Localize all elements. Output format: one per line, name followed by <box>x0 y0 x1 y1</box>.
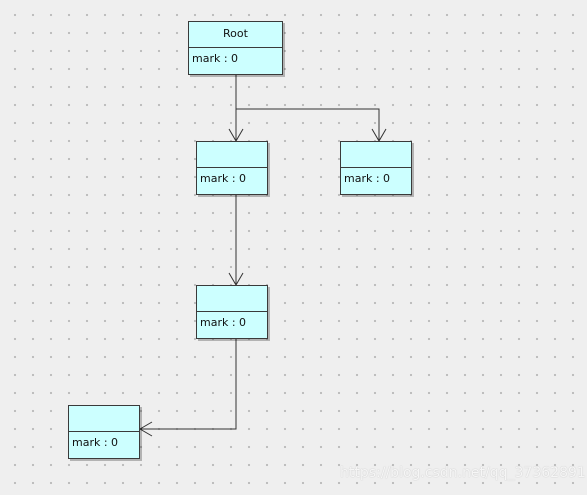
node-title <box>69 406 139 432</box>
edge-root-to-right <box>236 108 380 141</box>
node-attribute: mark : 0 <box>344 172 391 185</box>
node-attribute: mark : 0 <box>200 316 247 329</box>
node-grandchild[interactable]: mark : 0 <box>196 285 268 339</box>
edge-low-to-left <box>140 339 237 430</box>
node-root[interactable]: Root mark : 0 <box>188 21 283 75</box>
node-child-right[interactable]: mark : 0 <box>340 141 412 195</box>
node-title <box>341 142 411 168</box>
node-title <box>197 286 267 312</box>
node-title: Root <box>189 22 282 48</box>
node-attribute: mark : 0 <box>72 436 119 449</box>
node-child-middle[interactable]: mark : 0 <box>196 141 268 195</box>
node-attribute: mark : 0 <box>192 52 239 65</box>
node-great-grandchild[interactable]: mark : 0 <box>68 405 140 459</box>
arrowhead-low-to-left <box>139 421 153 437</box>
watermark-text: https://blog.csdn.net/qq_37362891 <box>340 465 586 481</box>
node-attribute: mark : 0 <box>200 172 247 185</box>
node-title <box>197 142 267 168</box>
